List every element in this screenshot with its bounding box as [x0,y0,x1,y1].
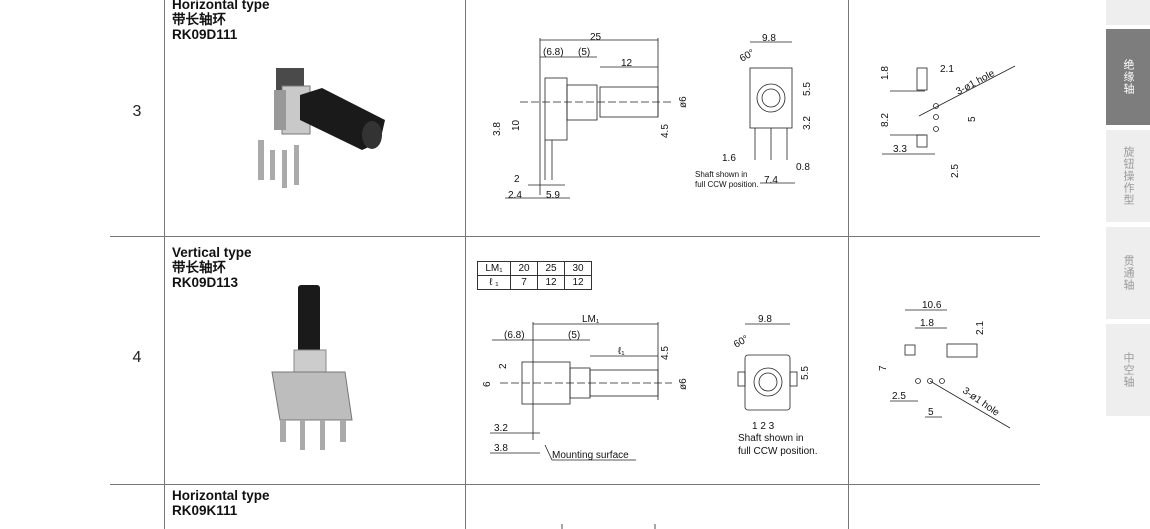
product-model: RK09K111 [172,503,238,518]
pcb-dimensions: 10.6 1.8 2.1 7 2.5 5 3-ø1 hole [878,300,1002,419]
column-divider [164,0,165,529]
dim-label: 2.1 [940,64,954,75]
table-cell: 12 [564,275,592,290]
dim-label: 2.5 [892,391,906,402]
dim-label: 7 [878,365,889,371]
dim-label: 12 [621,58,633,69]
dim-label: 3.3 [893,144,907,155]
product-photo-horizontal [258,68,385,188]
dim-label: 2 [514,174,520,185]
dim-label: 60° [732,334,751,351]
dim-label: 5.9 [546,190,560,201]
side-view-drawing [490,322,672,461]
row-divider [110,236,1040,237]
dim-label: 10 [511,119,522,131]
table-cell: 12 [537,275,565,290]
dim-label: 3.2 [802,116,813,130]
product-title: Horizontal type RK09K111 [172,488,270,518]
dim-label: 5.5 [800,366,811,380]
dim-label: 5 [928,407,934,418]
dim-label: 0.8 [796,162,810,173]
dim-label: 7.4 [764,175,778,186]
dim-label: 5.5 [802,82,813,96]
dim-label: 5 [967,116,978,122]
side-tab-through-shaft[interactable]: 贯通轴 [1106,227,1150,319]
product-type-cn: 带长轴环 [172,260,226,275]
pcb-layout-drawing [882,65,1016,155]
note-text: Shaft shown in [695,170,747,179]
row-divider [110,484,1040,485]
tab-label: 绝缘轴 [1122,59,1134,95]
dim-label: (6.8) [543,47,564,58]
product-type: Horizontal type [172,0,270,12]
tab-label: 贯通轴 [1122,255,1134,291]
product-model: RK09D111 [172,27,238,42]
table-cell: ℓ ₁ [477,275,511,290]
front-view-drawing [737,323,798,411]
dim-label: 4.5 [660,346,671,360]
dim-label: 25 [590,32,602,43]
dim-label: 3.8 [492,122,503,136]
side-tab-insulated-shaft[interactable]: 绝缘轴 [1106,29,1150,125]
dim-label: 2.5 [950,164,961,178]
side-view-drawing [505,38,672,199]
lm-dimension-table: LM₁ 20 25 30 ℓ ₁ 7 12 12 [477,261,592,290]
product-title: Horizontal type 带长轴环 RK09D111 [172,0,270,42]
dim-label: 3-ø1 hole [954,68,997,98]
tab-label: 中空轴 [1122,352,1134,388]
dim-label: 60° [738,48,757,65]
front-view-drawing [749,41,795,184]
product-type-cn: 带长轴环 [172,12,226,27]
dim-label: 10.6 [922,300,942,311]
note-text: full CCW position. [695,180,759,189]
row-number: 3 [132,103,142,120]
dim-label: ℓ₁ [618,346,625,357]
dim-label: 1.8 [920,318,934,329]
dim-label: 4.5 [660,124,671,138]
product-photo-vertical [271,285,353,450]
dim-label: 3.2 [494,423,508,434]
table-row: ℓ ₁ 7 12 12 [477,275,592,290]
dim-label: ø6 [678,378,689,390]
dim-label: 1.8 [880,66,891,80]
dim-label: 8.2 [880,113,891,127]
side-view-dimensions: LM₁ (6.8) (5) ℓ₁ 4.5 2 6 ø6 3.2 3.8 Moun… [482,314,689,461]
dim-label: 2.1 [975,321,986,335]
dim-label: 2 [498,363,509,369]
side-tab-hollow-shaft[interactable]: 中空轴 [1106,324,1150,416]
note-text: Shaft shown in [738,433,804,444]
column-divider [848,0,849,529]
dim-label: 9.8 [758,314,772,325]
front-view-dimensions: 9.8 60° 5.5 3.2 1.6 0.8 7.4 Shaft shown … [695,33,813,189]
dim-label: 2.4 [508,190,522,201]
dim-label: ø6 [678,96,689,108]
side-tab-top[interactable] [1106,0,1150,25]
dim-label: 9.8 [762,33,776,44]
product-title: Vertical type 带长轴环 RK09D113 [172,245,252,290]
tab-label: 旋钮操作型 [1122,146,1134,206]
dim-label: Mounting surface [552,450,629,461]
note-text: full CCW position. [738,446,817,457]
side-view-dimensions: 25 (6.8) (5) 12 ø6 4.5 3.8 10 2 2.4 5.9 [492,32,689,201]
side-view-drawing-partial [561,524,656,529]
dim-label: (5) [568,330,580,341]
dim-label: 6 [482,381,493,387]
side-tab-knob-operated[interactable]: 旋钮操作型 [1106,130,1150,222]
dim-label: 3.8 [494,443,508,454]
dim-label: (5) [578,47,590,58]
pcb-dimensions: 1.8 2.1 3-ø1 hole 8.2 5 3.3 2.5 [880,64,997,178]
row-number: 4 [132,349,142,366]
column-divider [465,0,466,529]
dim-label: 1.6 [722,153,736,164]
pin-numbers: 1 2 3 [752,421,775,432]
dim-label: (6.8) [504,330,525,341]
pcb-layout-drawing [890,309,1011,429]
product-type: Horizontal type [172,488,270,503]
product-model: RK09D113 [172,275,239,290]
dim-label: LM₁ [582,314,600,325]
product-type: Vertical type [172,245,252,260]
